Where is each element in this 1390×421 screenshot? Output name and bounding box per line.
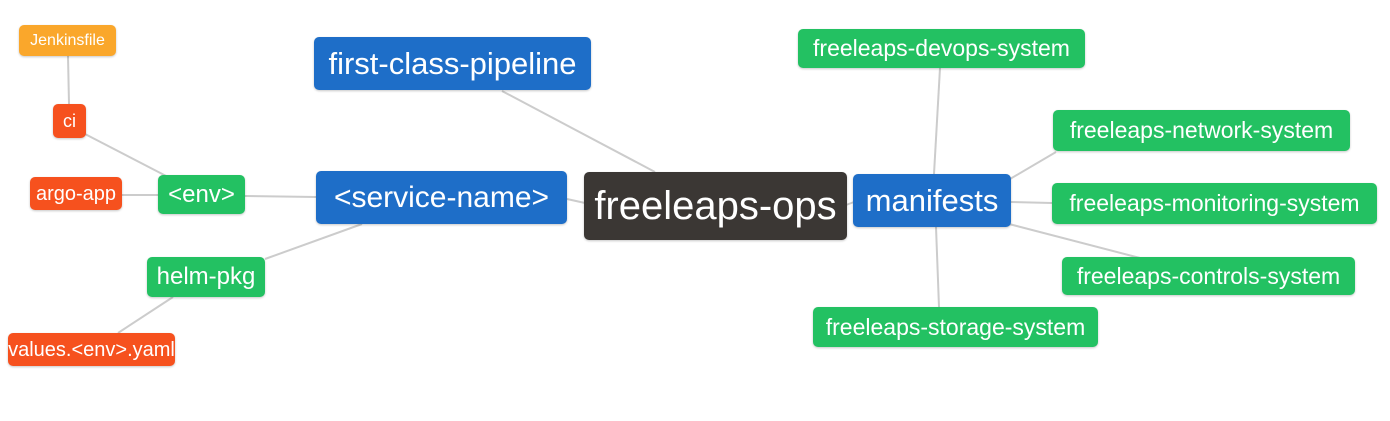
edge-freeleaps-ops-manifests xyxy=(845,201,855,206)
edge-values-env-yaml-helm-pkg xyxy=(117,296,174,334)
edge-jenkinsfile-ci xyxy=(67,55,70,105)
edge-manifests-freeleaps-controls-system xyxy=(1008,223,1141,259)
edge-manifests-freeleaps-monitoring-system xyxy=(1010,201,1053,204)
node-argo-app[interactable]: argo-app xyxy=(30,177,122,210)
node-freeleaps-monitoring-system[interactable]: freeleaps-monitoring-system xyxy=(1052,183,1377,224)
edge-manifests-freeleaps-network-system xyxy=(1009,151,1057,180)
node-freeleaps-network-system[interactable]: freeleaps-network-system xyxy=(1053,110,1350,151)
edge-env-service-name xyxy=(244,195,317,198)
node-ci[interactable]: ci xyxy=(53,104,86,138)
node-service-name[interactable]: <service-name> xyxy=(316,171,567,224)
edge-ci-env xyxy=(84,133,171,179)
edge-service-name-freeleaps-ops xyxy=(566,198,586,204)
edge-manifests-freeleaps-storage-system xyxy=(935,226,940,308)
node-first-class-pipeline[interactable]: first-class-pipeline xyxy=(314,37,591,90)
node-env[interactable]: <env> xyxy=(158,175,245,214)
node-freeleaps-ops[interactable]: freeleaps-ops xyxy=(584,172,847,240)
node-freeleaps-storage-system[interactable]: freeleaps-storage-system xyxy=(813,307,1098,347)
node-values-env-yaml[interactable]: values.<env>.yaml xyxy=(8,333,175,366)
edge-first-class-pipeline-freeleaps-ops xyxy=(501,90,656,173)
edge-manifests-freeleaps-devops-system xyxy=(933,67,941,175)
node-freeleaps-controls-system[interactable]: freeleaps-controls-system xyxy=(1062,257,1355,295)
node-helm-pkg[interactable]: helm-pkg xyxy=(147,257,265,297)
edge-helm-pkg-service-name xyxy=(264,223,363,260)
node-jenkinsfile[interactable]: Jenkinsfile xyxy=(19,25,116,56)
node-freeleaps-devops-system[interactable]: freeleaps-devops-system xyxy=(798,29,1085,68)
node-manifests[interactable]: manifests xyxy=(853,174,1011,227)
